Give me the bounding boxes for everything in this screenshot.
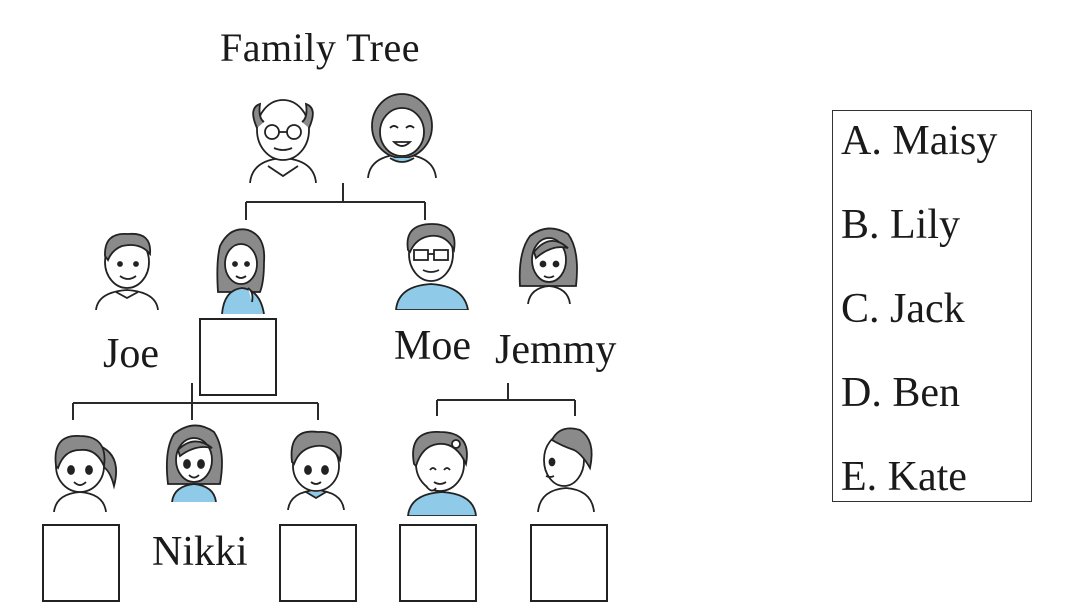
grandfather-icon: [249, 99, 317, 183]
options-panel: A. Maisy B. Lily C. Jack D. Ben E. Kate: [832, 110, 1032, 502]
name-moe: Moe: [394, 323, 471, 369]
girl-icon: [165, 424, 223, 502]
diagram-title: Family Tree: [220, 25, 420, 70]
woman-icon: [216, 228, 266, 314]
option-b: B. Lily: [841, 202, 961, 248]
woman-icon: [518, 227, 578, 304]
girl-icon: [407, 431, 477, 516]
option-a: A. Maisy: [841, 118, 998, 164]
boy-icon: [287, 430, 345, 510]
girl-icon: [53, 435, 118, 512]
name-jemmy: Jemmy: [495, 327, 617, 373]
boy-icon: [537, 427, 595, 512]
man-with-glasses-icon: [395, 223, 469, 310]
man-icon: [95, 232, 159, 310]
option-d: D. Ben: [841, 370, 960, 416]
answer-box-child-1[interactable]: [42, 524, 120, 602]
answer-box-mother[interactable]: [199, 318, 277, 396]
answer-box-child-3[interactable]: [279, 524, 357, 602]
option-c: C. Jack: [841, 286, 965, 332]
name-joe: Joe: [103, 331, 159, 377]
answer-box-child-5[interactable]: [530, 524, 608, 602]
answer-box-child-4[interactable]: [399, 524, 477, 602]
name-nikki: Nikki: [152, 529, 248, 575]
option-e: E. Kate: [841, 454, 967, 500]
grandmother-icon: [367, 93, 437, 178]
